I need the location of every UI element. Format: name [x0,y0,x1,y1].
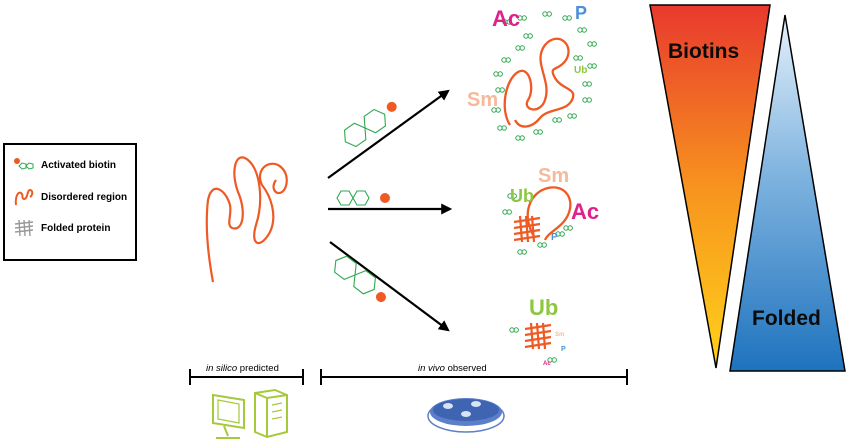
disordered-protein-top [503,37,575,128]
biotins-gradient-triangle [649,4,771,369]
folded-label: Folded [752,307,821,330]
ptm-p-top: P [575,3,588,23]
petri-dish-icon [427,398,505,433]
legend-item-disordered-region: Disordered region [13,187,127,207]
ptm-sm-low: Sm [555,332,565,338]
folded-protein-low [509,321,557,363]
predicted-italic: in silico [206,363,238,374]
disordered-region-icon [14,188,34,206]
legend-label: Activated biotin [41,159,117,171]
activated-biotin-icon [14,158,34,170]
observed-rest: observed [444,363,487,374]
legend-label: Folded protein [41,222,111,234]
legend-item-activated-biotin: Activated biotin [13,157,116,173]
ptm-p-low: P [561,346,566,353]
ptm-ub-top: Ub [574,65,588,76]
biotin-marker-low [334,255,386,303]
disordered-protein [205,156,288,283]
ptm-sm-top: Sm [467,89,499,111]
arrow-icon [327,89,450,179]
mixed-protein-mid [502,186,573,255]
arrow-icon [329,241,450,332]
biotin-marker-top [343,101,397,148]
ptm-p-mid: P [551,232,558,243]
ptm-ac-mid: Ac [571,199,600,224]
biotins-label: Biotins [668,40,740,63]
observed-scale-bar [320,369,628,385]
folded-protein-icon [14,219,34,237]
ptm-ub-low: Ub [529,295,559,320]
biotin-marker-mid [336,190,390,206]
folded-gradient-triangle [729,14,846,372]
predicted-scale-label: in silico predicted [206,363,279,374]
ptm-ac-low: Ac [543,361,551,367]
observed-italic: in vivo [418,363,445,374]
ptm-ac-top: Ac [492,6,521,31]
observed-scale-label: in vivo observed [418,363,487,374]
legend-label: Disordered region [41,191,128,203]
ptm-ub-mid: Ub [510,186,534,206]
predicted-scale-bar [189,369,304,385]
legend-item-folded-protein: Folded protein [13,219,110,237]
ptm-sm-mid: Sm [538,165,570,187]
computer-icon [212,388,288,439]
legend: Activated biotin Disordered region Folde… [3,143,137,261]
predicted-rest: predicted [237,363,279,374]
